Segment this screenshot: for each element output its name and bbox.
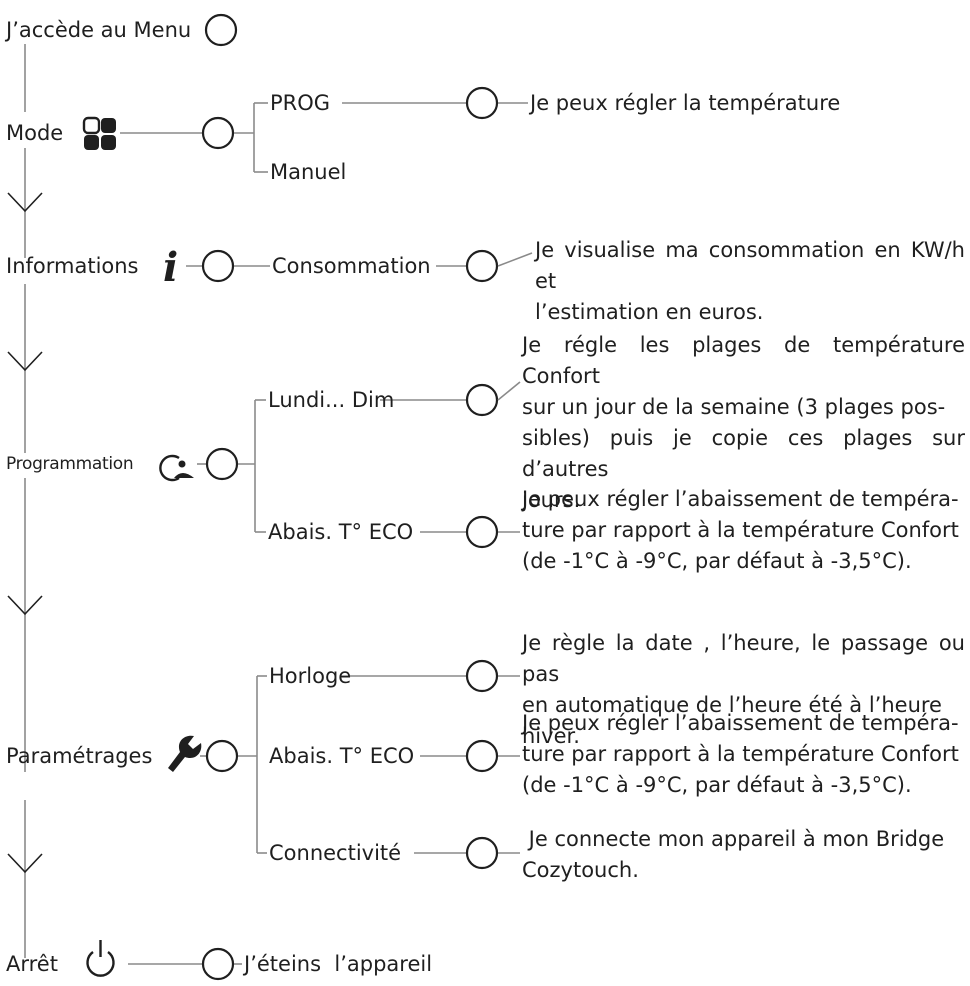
parametrages-option-connectivite: Connectivité — [269, 841, 402, 865]
lundi-circle[interactable] — [465, 383, 499, 417]
prog-eco-result: Je peux régler l’abaissement de tempéra-… — [522, 487, 959, 573]
horloge-circle[interactable] — [465, 659, 499, 693]
info-italic-i-icon: i — [163, 244, 178, 291]
connector — [497, 381, 521, 401]
parametrages-option-horloge: Horloge — [269, 664, 352, 688]
lundi-result: Je régle les plages de température Confo… — [522, 333, 965, 512]
horloge-result: Je règle la date , l’heure, le passage o… — [522, 631, 965, 748]
arret-circle[interactable] — [201, 947, 235, 981]
consommation-result: Je visualise ma consommation en KW/h et … — [535, 238, 965, 324]
connector — [497, 252, 533, 267]
informations-label: Informations — [6, 254, 139, 278]
menu-circle[interactable] — [204, 13, 238, 47]
info-circle[interactable] — [201, 249, 235, 283]
programmation-option-lundi: Lundi... Dim — [268, 388, 395, 412]
param-eco-result: Je peux régler l’abaissement de tempéra-… — [522, 711, 959, 797]
connect-result: Je connecte mon appareil à mon Bridge Co… — [522, 827, 945, 882]
wrench-icon — [168, 735, 202, 772]
conso-circle[interactable] — [465, 249, 499, 283]
mode-circle[interactable] — [201, 116, 235, 150]
mode-squares-icon — [82, 116, 116, 150]
mode-option-prog: PROG — [270, 91, 331, 115]
clock-person-icon — [159, 454, 194, 482]
param-eco-circle[interactable] — [465, 739, 499, 773]
mode-option-manuel: Manuel — [270, 160, 347, 184]
power-icon — [86, 940, 115, 977]
prog-circle[interactable] — [465, 86, 499, 120]
arret-result: J’éteins l’appareil — [244, 952, 433, 976]
param-circle[interactable] — [205, 739, 239, 773]
menu-title: J’accède au Menu — [6, 18, 192, 42]
programmation-option-eco: Abais. T° ECO — [268, 520, 414, 544]
mode-label: Mode — [6, 121, 64, 145]
programmation-label: Programmation — [6, 454, 134, 474]
parametrages-option-eco: Abais. T° ECO — [269, 744, 415, 768]
parametrages-label: Paramétrages — [6, 744, 153, 768]
prog-result: Je peux régler la température — [530, 91, 841, 115]
prog-eco-circle[interactable] — [465, 515, 499, 549]
chevron-down-icon — [7, 853, 43, 874]
prog-menu-circle[interactable] — [205, 447, 239, 481]
chevron-down-icon — [7, 192, 43, 213]
chevron-down-icon — [7, 351, 43, 372]
connect-circle[interactable] — [465, 836, 499, 870]
informations-option-consommation: Consommation — [272, 254, 431, 278]
arret-label: Arrêt — [6, 952, 58, 976]
chevron-down-icon — [7, 595, 43, 616]
